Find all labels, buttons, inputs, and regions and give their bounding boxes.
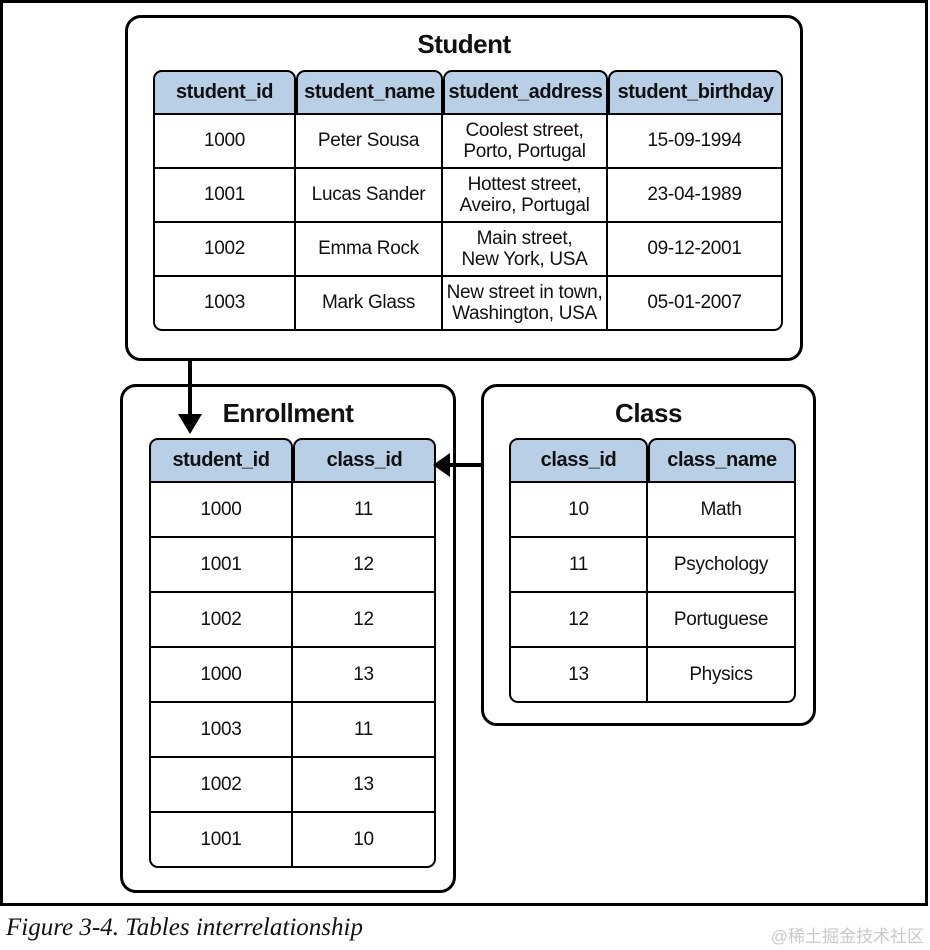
column-header-student-birthday: student_birthday bbox=[608, 70, 783, 115]
table-cell: 10 bbox=[509, 483, 648, 538]
table-cell: 09-12-2001 bbox=[608, 223, 783, 277]
table-cell: Mark Glass bbox=[296, 277, 443, 331]
figure-caption: Figure 3-4. Tables interrelationship bbox=[6, 914, 363, 941]
table-cell: Hottest street, Aveiro, Portugal bbox=[443, 169, 608, 223]
table-row: 12 Portuguese bbox=[509, 593, 796, 648]
enrollment-entity-title: Enrollment bbox=[222, 398, 354, 428]
student-header-row: student_id student_name student_address … bbox=[153, 70, 783, 115]
table-cell: 1000 bbox=[149, 648, 293, 703]
table-row: 10 Math bbox=[509, 483, 796, 538]
enrollment-table: student_id class_id 1000 11 1001 12 1002 bbox=[149, 438, 436, 868]
student-table: student_id student_name student_address … bbox=[153, 70, 783, 331]
table-row: 1001 Lucas Sander Hottest street, Aveiro… bbox=[153, 169, 783, 223]
arrow-class-to-enrollment-line bbox=[447, 463, 482, 467]
table-cell: 1003 bbox=[149, 703, 293, 758]
column-header-student-name: student_name bbox=[296, 70, 443, 115]
table-row: 11 Psychology bbox=[509, 538, 796, 593]
table-cell: 1002 bbox=[149, 593, 293, 648]
enrollment-entity-box: Enrollment student_id class_id 1000 11 1… bbox=[120, 384, 456, 893]
table-row: 1002 12 bbox=[149, 593, 436, 648]
column-header-class-id: class_id bbox=[509, 438, 648, 483]
table-cell: 13 bbox=[509, 648, 648, 703]
student-entity-title: Student bbox=[417, 29, 511, 59]
table-cell: New street in town, Washington, USA bbox=[443, 277, 608, 331]
table-cell: Main street, New York, USA bbox=[443, 223, 608, 277]
table-row: 1002 Emma Rock Main street, New York, US… bbox=[153, 223, 783, 277]
student-entity-box: Student student_id student_name student_… bbox=[125, 15, 803, 361]
class-entity-box: Class class_id class_name 10 Math 11 bbox=[481, 384, 816, 726]
table-cell: 1001 bbox=[149, 538, 293, 593]
table-cell: Coolest street, Porto, Portugal bbox=[443, 115, 608, 169]
table-cell: 11 bbox=[293, 703, 436, 758]
table-cell: Math bbox=[648, 483, 796, 538]
table-cell: 05-01-2007 bbox=[608, 277, 783, 331]
table-row: 1001 12 bbox=[149, 538, 436, 593]
table-row: 1000 Peter Sousa Coolest street, Porto, … bbox=[153, 115, 783, 169]
diagram-frame: Student student_id student_name student_… bbox=[0, 0, 928, 906]
table-row: 1000 13 bbox=[149, 648, 436, 703]
arrow-class-to-enrollment-head-icon bbox=[433, 453, 450, 477]
table-cell: Psychology bbox=[648, 538, 796, 593]
arrow-student-to-enrollment-line bbox=[188, 360, 192, 415]
column-header-class-id: class_id bbox=[293, 438, 436, 483]
class-entity-title: Class bbox=[615, 398, 682, 428]
table-cell: Portuguese bbox=[648, 593, 796, 648]
table-cell: 12 bbox=[509, 593, 648, 648]
table-cell: 12 bbox=[293, 538, 436, 593]
table-row: 1003 Mark Glass New street in town, Wash… bbox=[153, 277, 783, 331]
table-cell: Lucas Sander bbox=[296, 169, 443, 223]
class-table: class_id class_name 10 Math 11 Psycholog… bbox=[509, 438, 796, 703]
table-row: 13 Physics bbox=[509, 648, 796, 703]
table-cell: 1002 bbox=[149, 758, 293, 813]
table-cell: 11 bbox=[293, 483, 436, 538]
table-cell: Emma Rock bbox=[296, 223, 443, 277]
table-row: 1000 11 bbox=[149, 483, 436, 538]
enrollment-header-row: student_id class_id bbox=[149, 438, 436, 483]
table-cell: 13 bbox=[293, 758, 436, 813]
column-header-class-name: class_name bbox=[648, 438, 796, 483]
table-row: 1002 13 bbox=[149, 758, 436, 813]
table-cell: 10 bbox=[293, 813, 436, 868]
table-row: 1001 10 bbox=[149, 813, 436, 868]
table-row: 1003 11 bbox=[149, 703, 436, 758]
table-cell: Peter Sousa bbox=[296, 115, 443, 169]
class-header-row: class_id class_name bbox=[509, 438, 796, 483]
table-cell: Physics bbox=[648, 648, 796, 703]
table-cell: 1003 bbox=[153, 277, 296, 331]
arrow-student-to-enrollment-head-icon bbox=[178, 414, 202, 434]
table-cell: 12 bbox=[293, 593, 436, 648]
watermark-text: @稀土掘金技术社区 bbox=[770, 927, 924, 946]
table-cell: 1001 bbox=[149, 813, 293, 868]
table-cell: 23-04-1989 bbox=[608, 169, 783, 223]
table-cell: 11 bbox=[509, 538, 648, 593]
column-header-student-id: student_id bbox=[153, 70, 296, 115]
table-cell: 15-09-1994 bbox=[608, 115, 783, 169]
table-cell: 1000 bbox=[153, 115, 296, 169]
table-cell: 13 bbox=[293, 648, 436, 703]
table-cell: 1002 bbox=[153, 223, 296, 277]
table-cell: 1001 bbox=[153, 169, 296, 223]
table-cell: 1000 bbox=[149, 483, 293, 538]
column-header-student-id: student_id bbox=[149, 438, 293, 483]
column-header-student-address: student_address bbox=[443, 70, 608, 115]
